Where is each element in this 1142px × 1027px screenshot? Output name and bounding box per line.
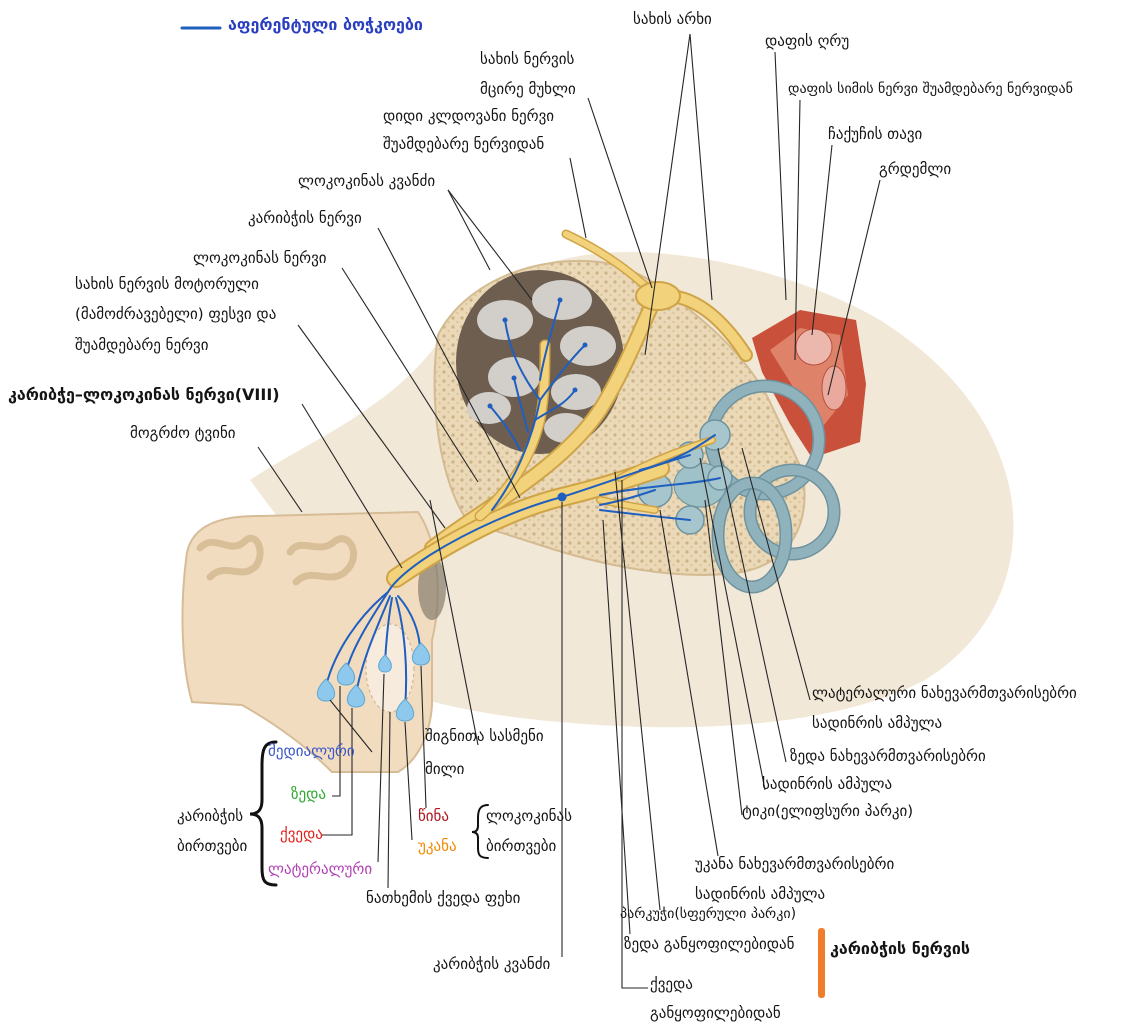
- label-vestibulocochlear-nerve: კარიბჭე–ლოკოკინას ნერვი(VIII): [8, 386, 280, 404]
- label-vestibular-ganglion: კარიბჭის კვანძი: [433, 955, 550, 973]
- label-malleus-head: ჩაქუჩის თავი: [828, 125, 922, 143]
- label-inferior-division-line1: ქვედა: [650, 975, 693, 993]
- label-nucleus-inferior: ქვედა: [280, 825, 323, 843]
- label-lateral-canal-line2: სადინრის ამპულა: [812, 714, 942, 732]
- label-internal-meatus-line1: შიგნითა სასმენი: [425, 727, 544, 745]
- label-superior-canal-line2: სადინრის ამპულა: [762, 775, 892, 793]
- label-incus: გრდემლი: [879, 160, 951, 178]
- label-nucleus-superior: ზედა: [291, 785, 326, 803]
- vestibular-ganglion: [558, 493, 567, 502]
- label-medulla: მოგრძო ტვინი: [130, 424, 236, 442]
- label-lateral-canal-line1: ლატერალური ნახევარმთვარისებრი: [812, 684, 1077, 702]
- incus: [822, 366, 846, 410]
- label-vestibular-nerve: კარიბჭის ნერვი: [248, 209, 362, 227]
- label-utricle: ტიკი(ელიფსური პარკი): [742, 802, 913, 820]
- label-superior-canal-line1: ზედა ნახევარმთვარისებრი: [790, 747, 986, 765]
- malleus-head: [796, 329, 832, 365]
- geniculate-ganglion: [636, 282, 680, 310]
- label-geniculum-line2: მცირე მუხლი: [480, 80, 576, 98]
- label-superior-division: ზედა განყოფილებიდან: [624, 935, 794, 953]
- label-cochlear-ganglion: ლოკოკინას კვანძი: [298, 172, 435, 190]
- label-inferior-cerebellar-peduncle: ნათხემის ქვედა ფეხი: [366, 889, 520, 907]
- label-posterior-canal-line1: უკანა ნახევარმთვარისებრი: [695, 855, 894, 873]
- label-inferior-division-line2: განყოფილებიდან: [650, 1004, 781, 1022]
- label-facial-canal: სახის არხი: [633, 10, 712, 28]
- label-nucleus-medial: მედიალური: [268, 742, 355, 760]
- label-facial-motor-line2: (მამოძრავებელი) ფესვი და: [75, 305, 276, 323]
- label-tympanic-cavity: დაფის ღრუ: [765, 32, 849, 50]
- label-cochlear-nuclei-line1: ლოკოკინას: [486, 807, 572, 825]
- label-geniculum-line1: სახის ნერვის: [480, 50, 574, 68]
- label-facial-motor-line1: სახის ნერვის მოტორული: [75, 275, 259, 293]
- orange-marker-bar: [818, 928, 825, 998]
- label-cochlear-nerve: ლოკოკინას ნერვი: [193, 249, 327, 267]
- label-cochlear-nuclei-line2: ბირთვები: [486, 837, 556, 855]
- label-nucleus-anterior: წინა: [418, 807, 449, 825]
- label-chorda-tympani: დაფის სიმის ნერვი შუამდებარე ნერვიდან: [788, 80, 1073, 98]
- label-greater-petrosal-line2: შუამდებარე ნერვიდან: [383, 135, 544, 153]
- label-nucleus-posterior: უკანა: [418, 837, 457, 855]
- label-nucleus-lateral: ლატერალური: [268, 860, 372, 878]
- label-vestibular-nuclei-line2: ბირთვები: [177, 837, 247, 855]
- label-saccule: პარკუჭი(სფერული პარკი): [620, 905, 796, 923]
- label-posterior-canal-line2: სადინრის ამპულა: [695, 885, 825, 903]
- label-vestibular-nerve-of: კარიბჭის ნერვის: [830, 940, 970, 958]
- label-internal-meatus-line2: მილი: [425, 760, 464, 778]
- legend-label: აფერენტული ბოჭკოები: [228, 16, 423, 34]
- label-facial-motor-line3: შუამდებარე ნერვი: [75, 336, 209, 354]
- label-greater-petrosal-line1: დიდი კლდოვანი ნერვი: [383, 107, 554, 125]
- label-vestibular-nuclei-line1: კარიბჭის: [177, 807, 243, 825]
